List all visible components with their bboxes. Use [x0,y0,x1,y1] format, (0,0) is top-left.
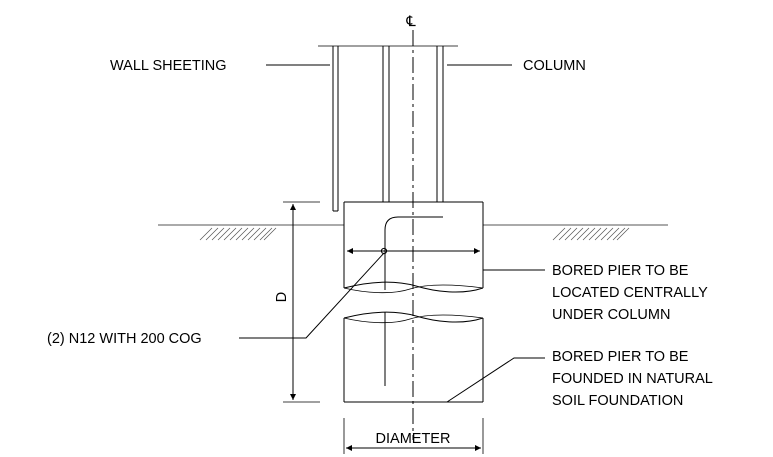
pier-upper-segment [343,201,484,294]
pier-founding-line-2: FOUNDED IN NATURAL [552,371,713,387]
pier-location-line-3: UNDER COLUMN [552,307,670,323]
pier-location-line-1: BORED PIER TO BE [552,263,689,279]
pier-founding-line-3: SOIL FOUNDATION [552,393,683,409]
pier-founding-leader [446,357,545,403]
soil-hatch-right [552,227,630,241]
diameter-label: DIAMETER [376,431,451,447]
bar-note-leader [239,252,385,339]
depth-label: D [274,292,290,302]
pier-founding-line-1: BORED PIER TO BE [552,349,689,365]
reinforcing-bar [384,216,443,386]
pier-lower-segment [343,311,484,403]
pier-founding-note: BORED PIER TO BE FOUNDED IN NATURAL SOIL… [552,349,716,409]
depth-dimension [283,201,320,403]
centerline-symbol: ℄ [405,14,416,30]
bar-note-label: (2) N12 WITH 200 COG [47,331,202,347]
column [382,46,444,202]
wall-sheeting-label: WALL SHEETING [110,58,227,74]
column-label: COLUMN [523,58,586,74]
diameter-dimension [343,418,484,454]
pier-location-line-2: LOCATED CENTRALLY [552,285,708,301]
wall-sheeting [332,46,339,212]
pier-location-note: BORED PIER TO BE LOCATED CENTRALLY UNDER… [552,263,712,323]
soil-hatch-left [199,227,277,241]
